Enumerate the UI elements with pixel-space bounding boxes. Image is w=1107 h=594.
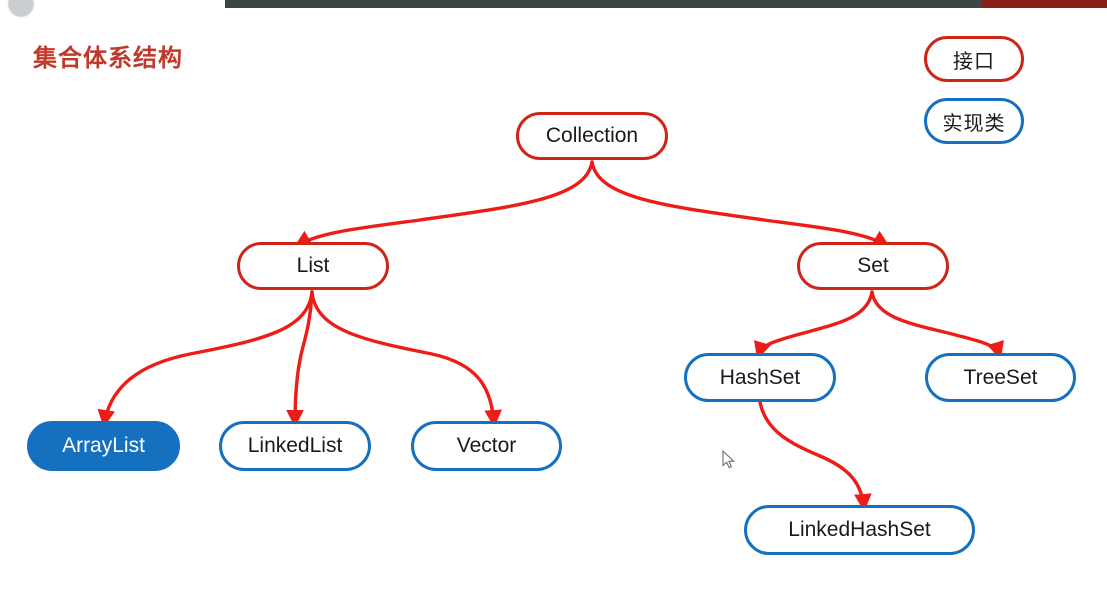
- edge-list-linkedlist: [286, 290, 314, 428]
- mouse-cursor-icon: [722, 450, 735, 469]
- page-title: 集合体系结构: [33, 45, 183, 72]
- node-linkedhashset-label: LinkedHashSet: [788, 518, 931, 541]
- node-treeset[interactable]: TreeSet: [925, 353, 1076, 402]
- node-collection[interactable]: Collection: [516, 112, 668, 160]
- node-arraylist-label: ArrayList: [62, 434, 145, 457]
- node-set-label: Set: [857, 254, 889, 277]
- node-hashset[interactable]: HashSet: [684, 353, 836, 402]
- node-list[interactable]: List: [237, 242, 389, 290]
- app-logo-icon: [8, 0, 34, 17]
- node-linkedlist-label: LinkedList: [247, 434, 343, 457]
- legend-item-interface: 接口: [924, 36, 1024, 82]
- legend-item-interface-label: 接口: [953, 50, 995, 73]
- node-hashset-label: HashSet: [719, 365, 801, 389]
- legend-item-implementation: 实现类: [924, 98, 1024, 144]
- window-chrome-bar: [0, 0, 1107, 10]
- legend-item-implementation-label: 实现类: [942, 112, 1006, 135]
- chrome-accent-segment: [982, 0, 1107, 8]
- edge-list-arraylist: [97, 290, 314, 428]
- node-arraylist[interactable]: ArrayList: [27, 421, 180, 471]
- chrome-dark-segment: [225, 0, 982, 8]
- node-collection-label: Collection: [545, 124, 639, 147]
- edge-set-treeset: [870, 290, 1005, 360]
- node-linkedlist[interactable]: LinkedList: [219, 421, 371, 471]
- node-vector-label: Vector: [456, 434, 517, 457]
- edge-collection-set: [590, 160, 891, 248]
- node-treeset-label: TreeSet: [963, 365, 1038, 389]
- edge-collection-list: [293, 160, 594, 248]
- edge-hashset-linkedhashset: [758, 400, 872, 512]
- edge-set-hashset: [753, 290, 874, 360]
- node-list-label: List: [296, 254, 330, 277]
- node-linkedhashset[interactable]: LinkedHashSet: [744, 505, 975, 555]
- node-set[interactable]: Set: [797, 242, 949, 290]
- edge-list-vector: [310, 290, 503, 428]
- node-vector[interactable]: Vector: [411, 421, 562, 471]
